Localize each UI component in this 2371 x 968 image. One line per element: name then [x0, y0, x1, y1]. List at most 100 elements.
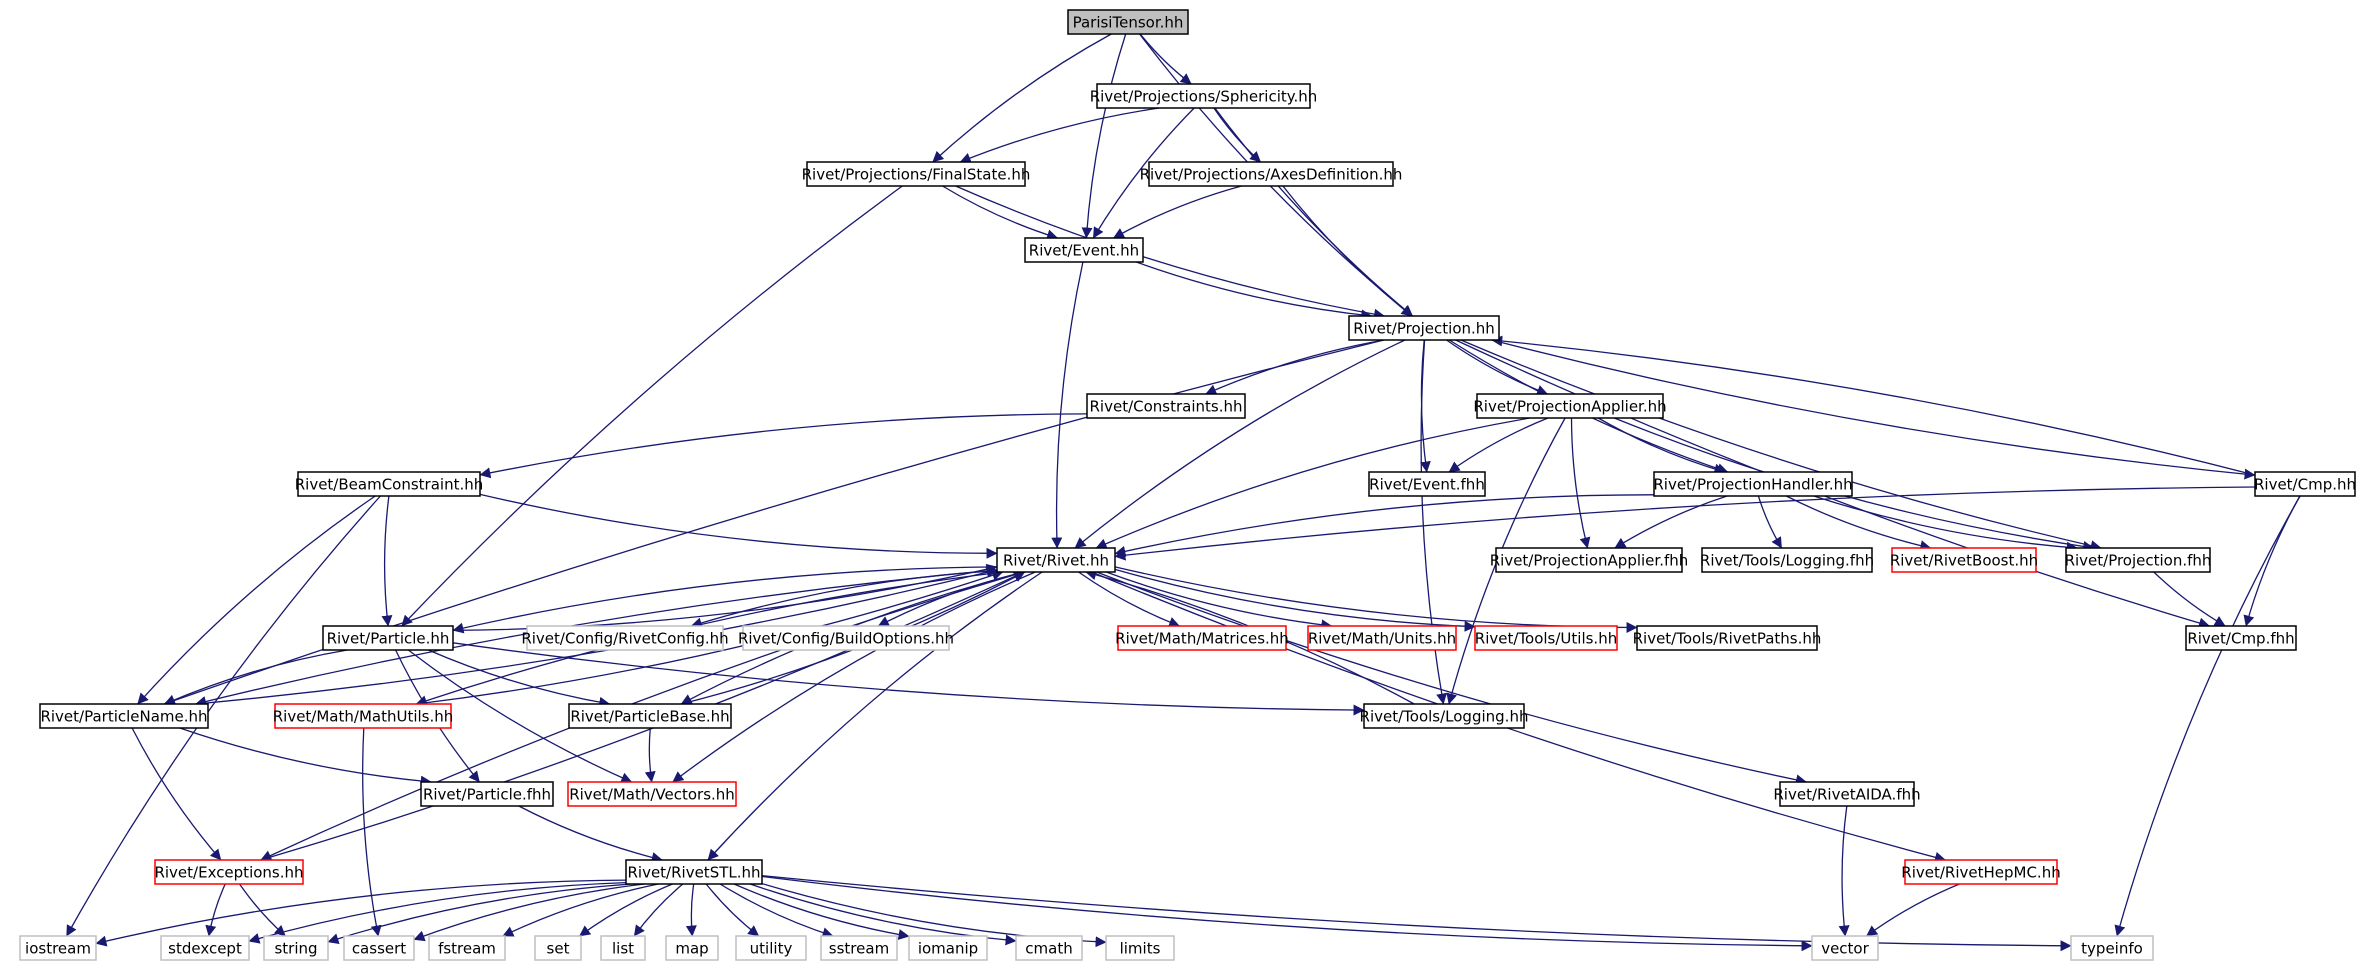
node-box[interactable] [742, 625, 950, 651]
node-string[interactable]: string [263, 935, 329, 961]
node-box[interactable] [665, 935, 719, 961]
node-box[interactable] [625, 859, 763, 885]
node-box[interactable] [39, 703, 209, 729]
node-box[interactable] [1904, 859, 2058, 885]
node-box[interactable] [526, 625, 724, 651]
node-box[interactable] [1348, 315, 1500, 341]
node-box[interactable] [1701, 547, 1873, 573]
node-box[interactable] [908, 935, 988, 961]
node-set[interactable]: set [534, 935, 582, 961]
node-box[interactable] [1476, 393, 1664, 419]
node-sstream[interactable]: sstream [820, 935, 898, 961]
node-box[interactable] [19, 935, 97, 961]
node-box[interactable] [1495, 547, 1683, 573]
node-stdexcept[interactable]: stdexcept [160, 935, 250, 961]
node-cmath[interactable]: cmath [1015, 935, 1083, 961]
node-exceptions[interactable]: Rivet/Exceptions.hh [154, 859, 304, 885]
node-box[interactable] [1117, 625, 1287, 651]
node-box[interactable] [1015, 935, 1083, 961]
node-parisi[interactable]: ParisiTensor.hh [1067, 9, 1189, 35]
node-vectors[interactable]: Rivet/Math/Vectors.hh [567, 781, 737, 807]
node-box[interactable] [1636, 625, 1818, 651]
node-limits[interactable]: limits [1105, 935, 1175, 961]
node-box[interactable] [1024, 237, 1144, 263]
node-logging[interactable]: Rivet/Tools/Logging.hh [1360, 703, 1529, 729]
node-box[interactable] [1307, 625, 1457, 651]
node-particlename[interactable]: Rivet/ParticleName.hh [39, 703, 209, 729]
node-rivetstl[interactable]: Rivet/RivetSTL.hh [625, 859, 763, 885]
node-box[interactable] [820, 935, 898, 961]
node-projfhh[interactable]: Rivet/Projection.fhh [2065, 547, 2212, 573]
node-projection[interactable]: Rivet/Projection.hh [1348, 315, 1500, 341]
node-cmpfhh[interactable]: Rivet/Cmp.fhh [2185, 625, 2297, 651]
node-box[interactable] [735, 935, 807, 961]
node-box[interactable] [1105, 935, 1175, 961]
node-box[interactable] [420, 781, 554, 807]
node-box[interactable] [1779, 781, 1915, 807]
node-constraints[interactable]: Rivet/Constraints.hh [1086, 393, 1246, 419]
node-rivetpaths[interactable]: Rivet/Tools/RivetPaths.hh [1633, 625, 1822, 651]
node-box[interactable] [428, 935, 506, 961]
node-box[interactable] [1368, 471, 1486, 497]
node-matrices[interactable]: Rivet/Math/Matrices.hh [1115, 625, 1289, 651]
node-box[interactable] [1086, 393, 1246, 419]
node-rivethepmc[interactable]: Rivet/RivetHepMC.hh [1901, 859, 2061, 885]
node-box[interactable] [2254, 471, 2356, 497]
node-projapplier[interactable]: Rivet/ProjectionApplier.hh [1473, 393, 1667, 419]
node-box[interactable] [322, 625, 454, 651]
node-box[interactable] [1363, 703, 1525, 729]
node-projhandler[interactable]: Rivet/ProjectionHandler.hh [1653, 471, 1853, 497]
node-rivetconfig[interactable]: Rivet/Config/RivetConfig.hh [521, 625, 729, 651]
node-projapplierfhh[interactable]: Rivet/ProjectionApplier.fhh [1490, 547, 1689, 573]
node-box[interactable] [1653, 471, 1853, 497]
node-rivetboost[interactable]: Rivet/RivetBoost.hh [1890, 547, 2038, 573]
node-box[interactable] [996, 547, 1116, 573]
node-particle[interactable]: Rivet/Particle.hh [322, 625, 454, 651]
node-box[interactable] [806, 161, 1026, 187]
node-box[interactable] [343, 935, 415, 961]
node-box[interactable] [1148, 161, 1394, 187]
node-box[interactable] [1096, 83, 1311, 109]
node-box[interactable] [600, 935, 646, 961]
node-rivet[interactable]: Rivet/Rivet.hh [996, 547, 1116, 573]
node-event[interactable]: Rivet/Event.hh [1024, 237, 1144, 263]
node-utils[interactable]: Rivet/Tools/Utils.hh [1474, 625, 1618, 651]
node-box[interactable] [1891, 547, 2037, 573]
node-utility[interactable]: utility [735, 935, 807, 961]
node-box[interactable] [567, 781, 737, 807]
node-box[interactable] [1811, 935, 1879, 961]
node-box[interactable] [297, 471, 481, 497]
node-iostream[interactable]: iostream [19, 935, 97, 961]
node-buildoptions[interactable]: Rivet/Config/BuildOptions.hh [738, 625, 954, 651]
node-box[interactable] [1067, 9, 1189, 35]
node-fstream[interactable]: fstream [428, 935, 506, 961]
node-box[interactable] [154, 859, 304, 885]
node-logfhh[interactable]: Rivet/Tools/Logging.fhh [1700, 547, 1874, 573]
node-box[interactable] [1474, 625, 1618, 651]
node-map[interactable]: map [665, 935, 719, 961]
node-box[interactable] [263, 935, 329, 961]
node-box[interactable] [160, 935, 250, 961]
node-list[interactable]: list [600, 935, 646, 961]
node-iomanip[interactable]: iomanip [908, 935, 988, 961]
node-cassert[interactable]: cassert [343, 935, 415, 961]
node-box[interactable] [2070, 935, 2154, 961]
node-box[interactable] [534, 935, 582, 961]
node-eventfhh[interactable]: Rivet/Event.fhh [1368, 471, 1486, 497]
node-particlebase[interactable]: Rivet/ParticleBase.hh [568, 703, 732, 729]
node-finalstate[interactable]: Rivet/Projections/FinalState.hh [802, 161, 1031, 187]
node-vector[interactable]: vector [1811, 935, 1879, 961]
node-axesdef[interactable]: Rivet/Projections/AxesDefinition.hh [1140, 161, 1403, 187]
node-rivetaida[interactable]: Rivet/RivetAIDA.fhh [1773, 781, 1921, 807]
node-beamconstraint[interactable]: Rivet/BeamConstraint.hh [295, 471, 484, 497]
node-box[interactable] [2185, 625, 2297, 651]
node-box[interactable] [274, 703, 452, 729]
node-units[interactable]: Rivet/Math/Units.hh [1307, 625, 1457, 651]
node-cmp[interactable]: Rivet/Cmp.hh [2254, 471, 2356, 497]
node-mathutils[interactable]: Rivet/Math/MathUtils.hh [273, 703, 454, 729]
node-box[interactable] [568, 703, 732, 729]
node-sphericity[interactable]: Rivet/Projections/Sphericity.hh [1090, 83, 1318, 109]
node-typeinfo[interactable]: typeinfo [2070, 935, 2154, 961]
node-box[interactable] [2065, 547, 2211, 573]
node-particlefhh[interactable]: Rivet/Particle.fhh [420, 781, 554, 807]
